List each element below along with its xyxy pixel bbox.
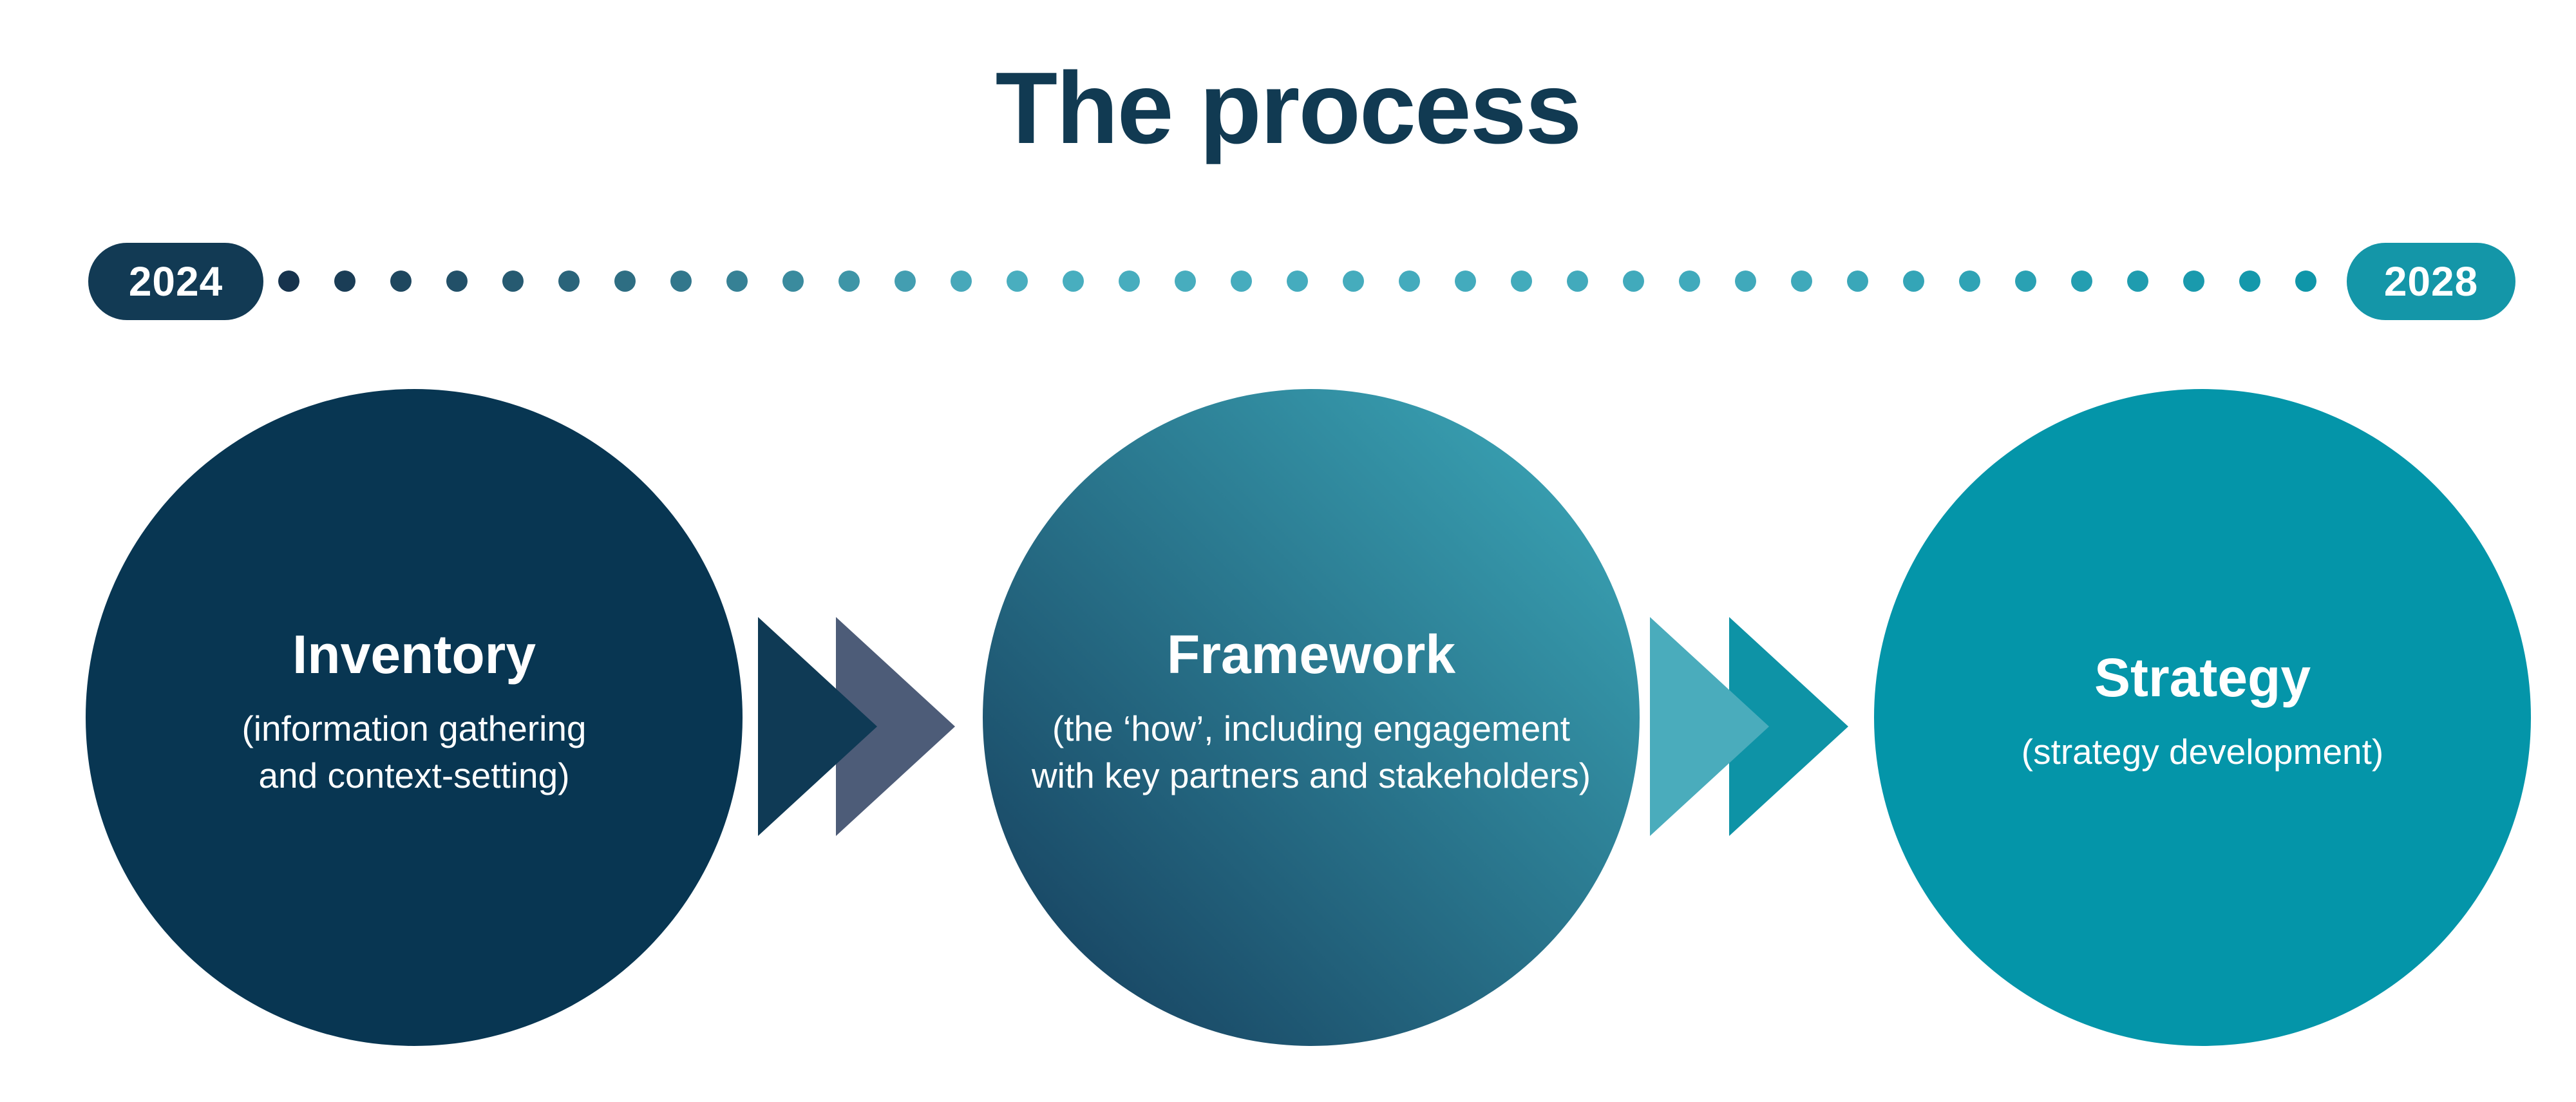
stage-title: Strategy xyxy=(2094,647,2311,708)
timeline-dot xyxy=(838,271,860,292)
timeline-dot xyxy=(2239,271,2260,292)
timeline-dots xyxy=(278,271,2320,292)
timeline-dot xyxy=(1399,271,1420,292)
timeline-dot xyxy=(2071,271,2092,292)
timeline-dot xyxy=(278,271,299,292)
timeline-dot xyxy=(1511,271,1532,292)
timeline-start-pill: 2024 xyxy=(88,243,263,320)
timeline-dot xyxy=(1063,271,1084,292)
stage-circle-inventory: Inventory (information gathering and con… xyxy=(86,389,743,1046)
stage-circle-strategy: Strategy (strategy development) xyxy=(1874,389,2531,1046)
timeline-dot xyxy=(2295,271,2316,292)
timeline-dot xyxy=(558,271,580,292)
stage-circle-framework: Framework (the ‘how’, including engageme… xyxy=(983,389,1640,1046)
timeline-start-label: 2024 xyxy=(128,258,223,305)
stage-title: Framework xyxy=(1166,623,1456,685)
timeline-dot xyxy=(1175,271,1196,292)
timeline-dot xyxy=(502,271,524,292)
timeline-dot xyxy=(2015,271,2036,292)
timeline-dot xyxy=(670,271,692,292)
timeline-dot xyxy=(726,271,748,292)
timeline-dot xyxy=(446,271,468,292)
timeline-dot xyxy=(1343,271,1364,292)
timeline-dot xyxy=(614,271,636,292)
timeline-dot xyxy=(2127,271,2148,292)
timeline-dot xyxy=(1455,271,1476,292)
timeline-dot xyxy=(1679,271,1700,292)
timeline-dot xyxy=(1959,271,1980,292)
timeline-end-pill: 2028 xyxy=(2347,243,2515,320)
timeline-dot xyxy=(1847,271,1868,292)
timeline-dot xyxy=(1791,271,1812,292)
stage-title: Inventory xyxy=(292,623,536,685)
timeline-dot xyxy=(1735,271,1756,292)
timeline-dot xyxy=(1287,271,1308,292)
stage-subtitle: (information gathering and context-setti… xyxy=(242,708,587,795)
timeline-dot xyxy=(1119,271,1140,292)
timeline-dot xyxy=(895,271,916,292)
timeline-dot xyxy=(1007,271,1028,292)
timeline-dot xyxy=(782,271,804,292)
chevron-right-icon xyxy=(758,617,877,836)
stage-subtitle: (strategy development) xyxy=(2021,732,2384,772)
timeline-dot xyxy=(2183,271,2204,292)
timeline-dot xyxy=(951,271,972,292)
timeline-dot xyxy=(1567,271,1588,292)
chevron-right-icon xyxy=(1650,617,1769,836)
page-title: The process xyxy=(995,52,1582,165)
stage-subtitle: (the ‘how’, including engagement with ke… xyxy=(1031,708,1591,795)
timeline-dot xyxy=(1903,271,1924,292)
timeline-dot xyxy=(1623,271,1644,292)
timeline-dot xyxy=(390,271,412,292)
timeline-end-label: 2028 xyxy=(2383,258,2479,305)
timeline-dot xyxy=(1231,271,1252,292)
timeline-dot xyxy=(334,271,355,292)
